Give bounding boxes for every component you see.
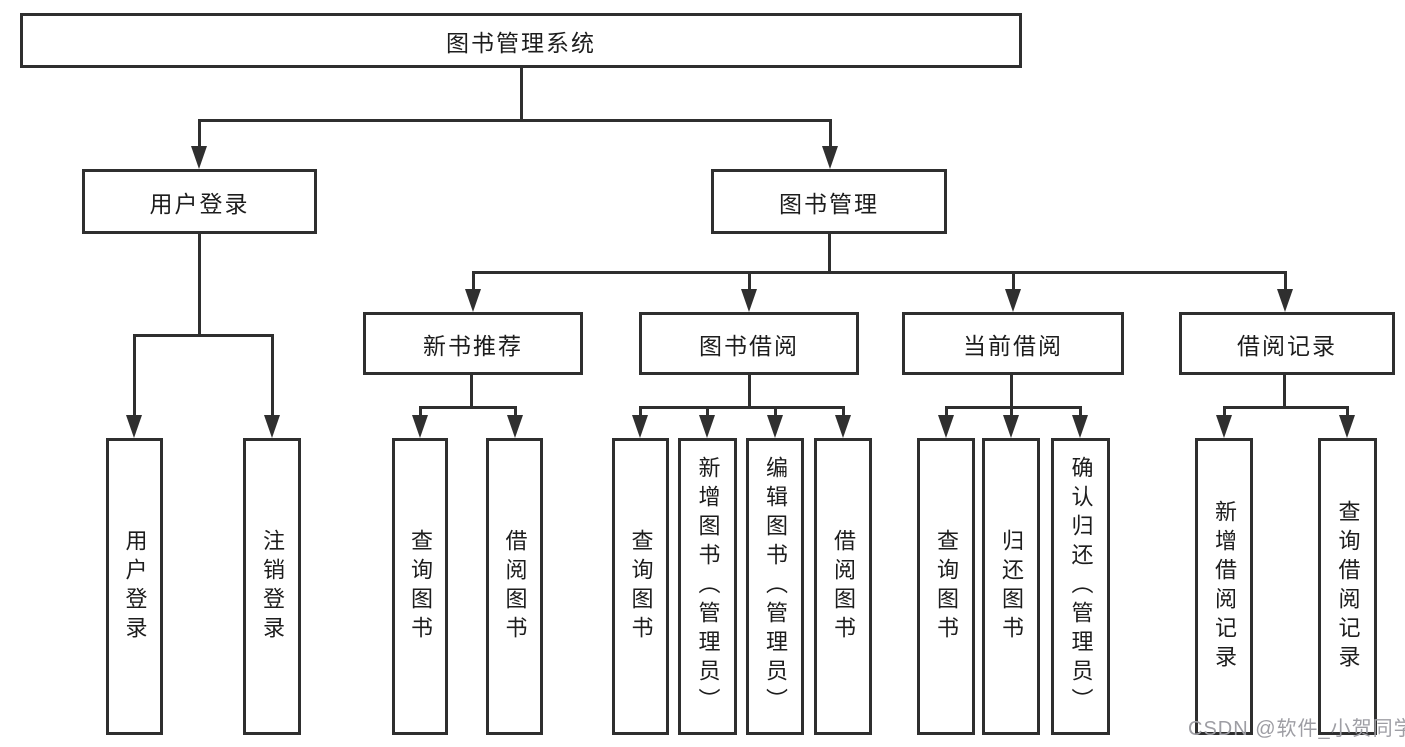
node-current-borrow: 当前借阅 bbox=[902, 312, 1124, 375]
edge-bar-line-root bbox=[197, 118, 832, 122]
node-leaf-add-book-admin: 新增图书（管理员） bbox=[678, 438, 737, 735]
node-leaf-query-books-3: 查询图书 bbox=[917, 438, 975, 735]
node-book-mgmt: 图书管理 bbox=[711, 169, 947, 234]
edge-stub-line-root bbox=[519, 68, 523, 120]
node-label-leaf-user-login: 用户登录 bbox=[122, 528, 148, 645]
edge-arrow-shaft-book-borrow bbox=[841, 407, 845, 417]
arrow-down-icon-book-mgmt bbox=[465, 289, 481, 312]
edge-arrow-shaft-borrow-records bbox=[1222, 407, 1226, 417]
node-leaf-borrow-books-1: 借阅图书 bbox=[486, 438, 543, 735]
node-label-leaf-borrow-books-1: 借阅图书 bbox=[502, 528, 528, 645]
node-leaf-add-borrow-record: 新增借阅记录 bbox=[1195, 438, 1253, 735]
edge-arrow-shaft-book-mgmt bbox=[1283, 272, 1287, 291]
arrow-down-icon-borrow-records bbox=[1339, 415, 1355, 438]
arrow-down-icon-user-login bbox=[126, 415, 142, 438]
edge-arrow-shaft-root bbox=[828, 120, 832, 148]
node-new-book-rec: 新书推荐 bbox=[363, 312, 583, 375]
node-label-borrow-records: 借阅记录 bbox=[1237, 332, 1337, 359]
edge-stub-line-book-borrow bbox=[747, 375, 751, 407]
edge-arrow-shaft-book-borrow bbox=[773, 407, 777, 417]
arrow-down-icon-current-borrow bbox=[1003, 415, 1019, 438]
node-leaf-confirm-return-admin: 确认归还（管理员） bbox=[1051, 438, 1110, 735]
edge-arrow-shaft-borrow-records bbox=[1345, 407, 1349, 417]
edge-bar-line-borrow-records bbox=[1222, 405, 1349, 409]
edge-arrow-shaft-root bbox=[197, 120, 201, 148]
node-label-leaf-logout: 注销登录 bbox=[260, 528, 285, 645]
node-leaf-query-borrow-record: 查询借阅记录 bbox=[1318, 438, 1377, 735]
edge-bar-line-book-mgmt bbox=[471, 270, 1287, 274]
arrow-down-icon-new-book-rec bbox=[412, 415, 428, 438]
arrow-down-icon-root bbox=[191, 146, 207, 169]
node-label-book-borrow: 图书借阅 bbox=[699, 332, 799, 359]
edge-arrow-shaft-book-mgmt bbox=[471, 272, 475, 291]
arrow-down-icon-book-borrow bbox=[767, 415, 783, 438]
edge-arrow-shaft-user-login bbox=[132, 335, 136, 417]
node-leaf-borrow-books-2: 借阅图书 bbox=[814, 438, 872, 735]
node-leaf-user-login: 用户登录 bbox=[106, 438, 163, 735]
node-label-leaf-return-book: 归还图书 bbox=[999, 528, 1024, 645]
node-label-leaf-query-books-1: 查询图书 bbox=[408, 528, 433, 645]
node-borrow-records: 借阅记录 bbox=[1179, 312, 1395, 375]
edge-bar-line-book-borrow bbox=[638, 405, 845, 409]
node-label-leaf-query-borrow-record: 查询借阅记录 bbox=[1335, 499, 1361, 674]
arrow-down-icon-borrow-records bbox=[1216, 415, 1232, 438]
node-label-book-mgmt: 图书管理 bbox=[779, 190, 879, 217]
edge-arrow-shaft-user-login bbox=[270, 335, 274, 417]
node-leaf-query-books-1: 查询图书 bbox=[392, 438, 448, 735]
arrow-down-icon-new-book-rec bbox=[507, 415, 523, 438]
node-leaf-logout: 注销登录 bbox=[243, 438, 301, 735]
node-label-current-borrow: 当前借阅 bbox=[963, 332, 1063, 359]
edge-arrow-shaft-current-borrow bbox=[1009, 407, 1013, 417]
node-root: 图书管理系统 bbox=[20, 13, 1022, 68]
node-leaf-query-books-2: 查询图书 bbox=[612, 438, 669, 735]
arrow-down-icon-book-borrow bbox=[699, 415, 715, 438]
edge-stub-line-borrow-records bbox=[1282, 375, 1286, 407]
node-label-leaf-add-borrow-record: 新增借阅记录 bbox=[1212, 499, 1237, 674]
node-leaf-return-book: 归还图书 bbox=[982, 438, 1040, 735]
node-leaf-edit-book-admin: 编辑图书（管理员） bbox=[746, 438, 804, 735]
arrow-down-icon-user-login bbox=[264, 415, 280, 438]
node-label-leaf-edit-book-admin: 编辑图书（管理员） bbox=[763, 456, 788, 717]
node-label-leaf-confirm-return-admin: 确认归还（管理员） bbox=[1068, 456, 1094, 717]
edge-arrow-shaft-new-book-rec bbox=[513, 407, 517, 417]
edge-arrow-shaft-book-borrow bbox=[638, 407, 642, 417]
node-label-user-login: 用户登录 bbox=[149, 190, 250, 217]
node-book-borrow: 图书借阅 bbox=[639, 312, 859, 375]
watermark-text: CSDN @软件_小贺同学 bbox=[1188, 718, 1405, 740]
edge-stub-line-user-login bbox=[197, 234, 201, 335]
arrow-down-icon-book-borrow bbox=[632, 415, 648, 438]
edge-arrow-shaft-book-mgmt bbox=[1011, 272, 1015, 291]
node-label-root: 图书管理系统 bbox=[446, 29, 596, 56]
edge-stub-line-book-mgmt bbox=[827, 234, 831, 272]
arrow-down-icon-root bbox=[822, 146, 838, 169]
edge-stub-line-current-borrow bbox=[1009, 375, 1013, 407]
node-label-leaf-borrow-books-2: 借阅图书 bbox=[831, 528, 856, 645]
edge-stub-line-new-book-rec bbox=[469, 375, 473, 407]
edge-arrow-shaft-book-borrow bbox=[705, 407, 709, 417]
node-user-login: 用户登录 bbox=[82, 169, 317, 234]
node-label-leaf-add-book-admin: 新增图书（管理员） bbox=[695, 456, 721, 717]
arrow-down-icon-book-mgmt bbox=[1005, 289, 1021, 312]
edge-bar-line-user-login bbox=[132, 333, 274, 337]
arrow-down-icon-current-borrow bbox=[1072, 415, 1088, 438]
arrow-down-icon-book-borrow bbox=[835, 415, 851, 438]
node-label-leaf-query-books-3: 查询图书 bbox=[934, 528, 959, 645]
edge-arrow-shaft-current-borrow bbox=[944, 407, 948, 417]
edge-arrow-shaft-new-book-rec bbox=[418, 407, 422, 417]
node-label-new-book-rec: 新书推荐 bbox=[423, 332, 523, 359]
node-label-leaf-query-books-2: 查询图书 bbox=[628, 528, 654, 645]
arrow-down-icon-book-mgmt bbox=[741, 289, 757, 312]
edge-arrow-shaft-current-borrow bbox=[1078, 407, 1082, 417]
edge-bar-line-new-book-rec bbox=[418, 405, 517, 409]
arrow-down-icon-current-borrow bbox=[938, 415, 954, 438]
edge-arrow-shaft-book-mgmt bbox=[747, 272, 751, 291]
edge-bar-line-current-borrow bbox=[944, 405, 1082, 409]
arrow-down-icon-book-mgmt bbox=[1277, 289, 1293, 312]
